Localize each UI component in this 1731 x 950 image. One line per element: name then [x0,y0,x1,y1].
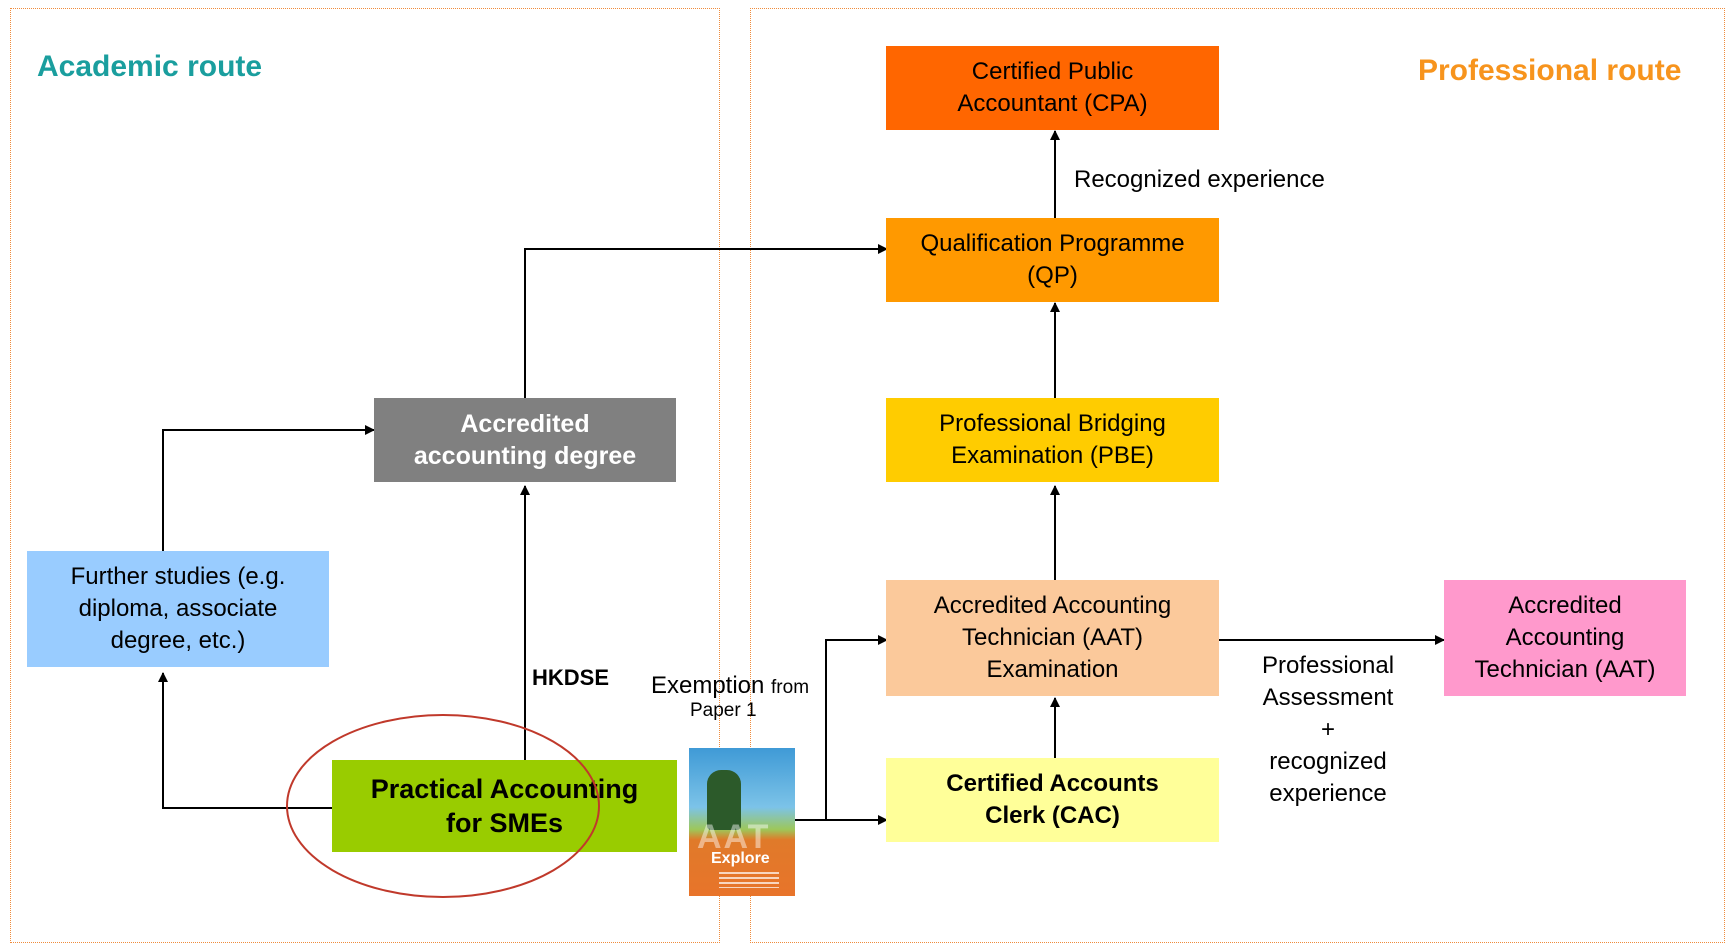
academic-route-title: Academic route [37,50,263,83]
arrow-further-to-degree [162,425,375,551]
pbe-box: Professional Bridging Examination (PBE) [886,398,1219,482]
qp-box: Qualification Programme (QP) [886,218,1219,302]
further-studies-box: Further studies (e.g. diploma, associate… [27,551,329,667]
arrow-degree-to-qp [524,244,888,398]
exemption-paper-label: Paper 1 [690,700,757,721]
aat-exam-box: Accredited Accounting Technician (AAT) E… [886,580,1219,696]
practical-accounting-box: Practical Accounting for SMEs [332,760,677,852]
cpa-box: Certified Public Accountant (CPA) [886,46,1219,130]
hkdse-label: HKDSE [532,665,610,690]
aat-book-cover-image: AAT Explore [689,748,795,896]
arrow-practical-to-further [158,672,332,809]
book-cover-lines [719,872,779,888]
recognized-experience-label: Recognized experience [1074,166,1325,193]
professional-route-title: Professional route [1418,54,1682,87]
degree-box: Accredited accounting degree [374,398,676,482]
book-cover-letters: AAT [697,818,771,856]
academic-route-panel [10,8,720,943]
book-cover-figure [707,770,741,830]
aat-box: Accredited Accounting Technician (AAT) [1444,580,1686,696]
professional-route-panel [750,8,1725,943]
exemption-small-text: from [771,677,810,698]
exemption-main-text: Exemption [650,672,765,699]
professional-assessment-label: Professional Assessment + recognized exp… [1261,652,1395,807]
exemption-label: Exemption from [640,670,820,704]
book-cover-title: Explore [711,850,770,867]
cac-box: Certified Accounts Clerk (CAC) [886,758,1219,842]
highlight-ellipse [286,714,600,898]
